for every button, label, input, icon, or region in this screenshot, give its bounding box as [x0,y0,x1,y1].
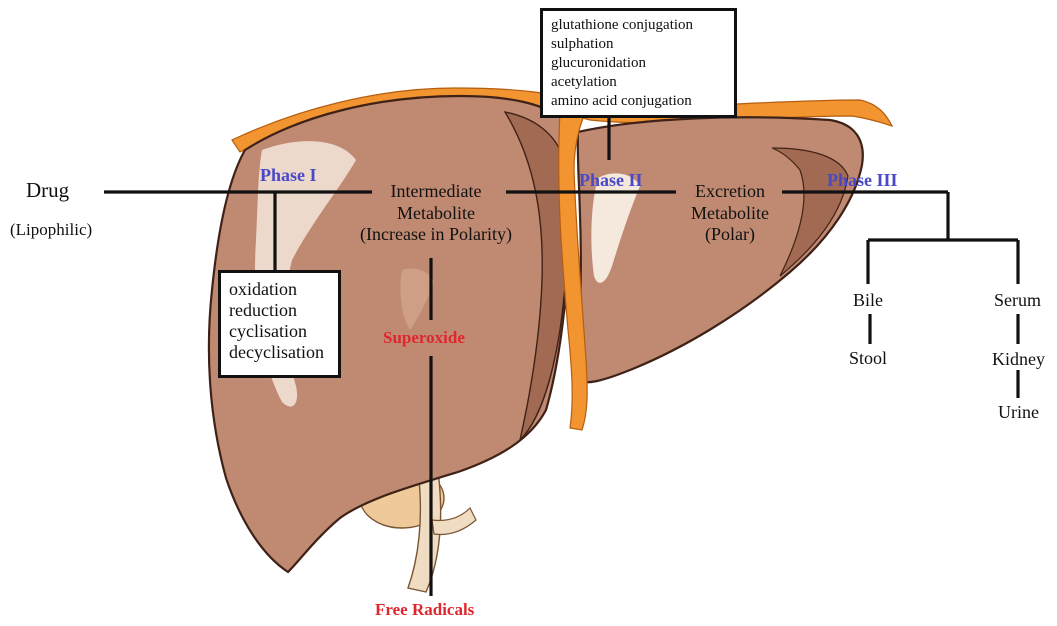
drug-label: Drug [26,178,69,203]
phase-2-reaction-4: acetylation [551,73,726,92]
phase-1-label: Phase I [260,165,317,187]
intermediate-line-1: Intermediate [341,181,531,203]
phase-2-reaction-3: glucuronidation [551,54,726,73]
drug-sublabel: (Lipophilic) [10,220,92,240]
route-stool: Stool [849,348,887,370]
route-bile: Bile [853,290,883,312]
phase-2-reaction-2: sulphation [551,35,726,54]
phase-2-reaction-5: amino acid conjugation [551,92,726,111]
excretion-line-3: (Polar) [660,224,800,246]
intermediate-line-2: Metabolite [341,203,531,225]
excretion-metabolite-block: Excretion Metabolite (Polar) [660,181,800,246]
free-radicals-label: Free Radicals [375,600,474,620]
phase-3-label: Phase III [827,170,898,192]
phase-1-reaction-1: oxidation [229,279,330,300]
phase-1-reaction-3: cyclisation [229,321,330,342]
intermediate-metabolite-block: Intermediate Metabolite (Increase in Pol… [341,181,531,246]
phase-2-reaction-1: glutathione conjugation [551,16,726,35]
excretion-line-2: Metabolite [660,203,800,225]
phase-1-reactions-box: oxidation reduction cyclisation decyclis… [218,270,341,378]
route-kidney: Kidney [992,349,1045,371]
phase-2-reactions-box: glutathione conjugation sulphation glucu… [540,8,737,118]
phase-2-label: Phase II [579,170,643,192]
route-urine: Urine [998,402,1039,424]
route-serum: Serum [994,290,1041,312]
superoxide-label: Superoxide [383,328,465,348]
phase-1-reaction-4: decyclisation [229,342,330,363]
phase-1-reaction-2: reduction [229,300,330,321]
intermediate-line-3: (Increase in Polarity) [341,224,531,246]
excretion-line-1: Excretion [660,181,800,203]
